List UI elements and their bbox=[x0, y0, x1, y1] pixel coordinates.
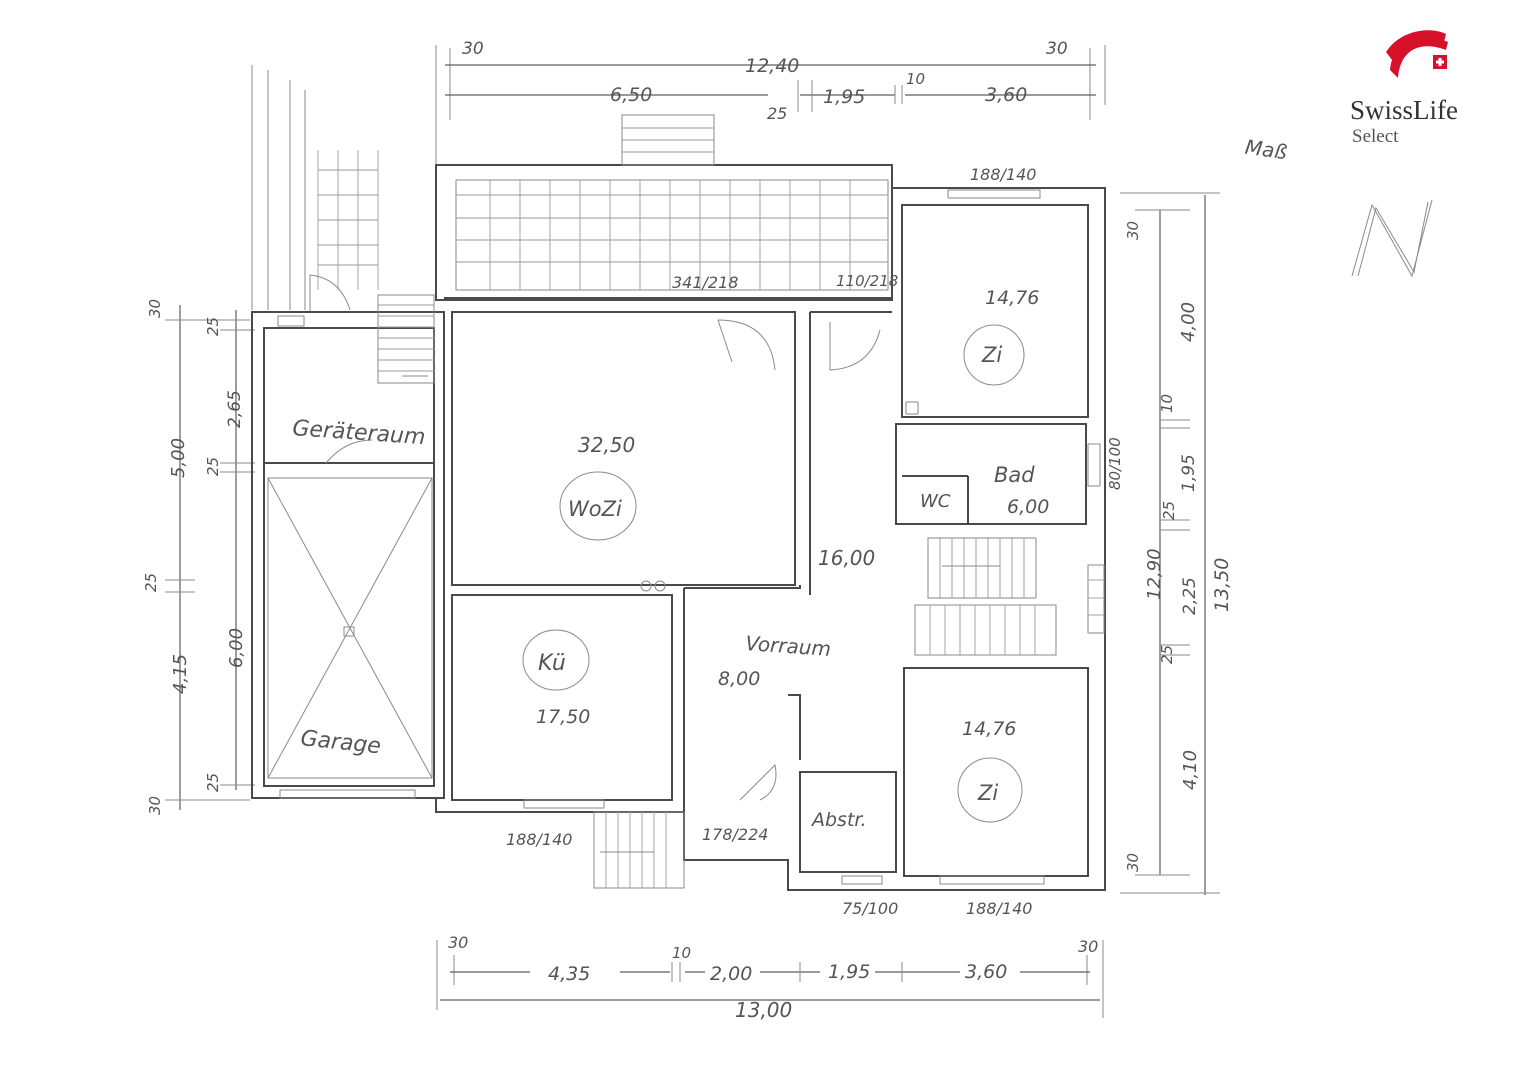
dim-left-30-top: 30 bbox=[146, 299, 164, 318]
dim-top-total: 12,40 bbox=[745, 55, 799, 77]
north-arrow-icon bbox=[1351, 199, 1433, 278]
right-dimensions bbox=[1120, 192, 1220, 895]
dim-top-30-left: 30 bbox=[462, 39, 484, 59]
exterior-left bbox=[251, 65, 306, 310]
dim-left-25-b: 25 bbox=[204, 457, 222, 476]
dim-left-25-d: 25 bbox=[204, 773, 222, 792]
wozi-label: WoZi bbox=[568, 497, 622, 521]
window-zi-bottom-label: 188/140 bbox=[966, 899, 1032, 918]
dim-right-1350: 13,50 bbox=[1211, 558, 1233, 612]
dim-left-415: 4,15 bbox=[170, 654, 191, 694]
dim-top-10: 10 bbox=[906, 70, 925, 88]
dim-bottom-195: 1,95 bbox=[828, 961, 870, 983]
dim-right-30-bottom: 30 bbox=[1124, 853, 1142, 872]
bad-room bbox=[895, 423, 1101, 525]
scale-label: Maß bbox=[1244, 135, 1289, 165]
wozi-room bbox=[559, 319, 776, 592]
vorraum-label: Vorraum bbox=[745, 631, 832, 661]
kue-room bbox=[451, 594, 673, 809]
dim-right-410: 4,10 bbox=[1180, 750, 1201, 790]
bad-label: Bad bbox=[994, 463, 1035, 487]
bottom-dimensions bbox=[436, 940, 1104, 1018]
brand-sub: Select bbox=[1352, 126, 1399, 147]
dim-bottom-10: 10 bbox=[672, 944, 691, 962]
zi-top-label: Zi bbox=[981, 343, 1002, 367]
dim-right-25-b: 25 bbox=[1158, 645, 1176, 664]
dim-top-650: 6,50 bbox=[610, 84, 652, 106]
wozi-area: 32,50 bbox=[578, 433, 635, 457]
window-abstr-label: 75/100 bbox=[842, 899, 898, 918]
zi-top-area: 14,76 bbox=[985, 287, 1039, 309]
dim-top-360: 3,60 bbox=[985, 84, 1027, 106]
zi-bottom-room bbox=[903, 667, 1089, 885]
geraeteraum-room bbox=[264, 294, 435, 464]
garden-path bbox=[309, 150, 379, 312]
dim-bottom-360: 3,60 bbox=[965, 961, 1007, 983]
dim-left-25-c: 25 bbox=[142, 573, 160, 592]
vorraum-area: 8,00 bbox=[718, 668, 760, 690]
vorraum-room bbox=[683, 322, 881, 812]
dim-bottom-200: 2,00 bbox=[710, 963, 752, 985]
abstr-room bbox=[799, 771, 897, 885]
brand-name: SwissLife bbox=[1350, 95, 1458, 125]
dim-bottom-435: 4,35 bbox=[548, 963, 590, 985]
window-zi-top-label: 188/140 bbox=[970, 165, 1036, 184]
logo-swoosh-icon bbox=[1390, 37, 1448, 78]
wc-label: WC bbox=[920, 491, 951, 512]
dim-right-25-a: 25 bbox=[1160, 501, 1178, 520]
window-bad-label: 80/100 bbox=[1106, 437, 1124, 490]
kue-area: 17,50 bbox=[536, 706, 590, 728]
dim-right-1290: 12,90 bbox=[1144, 548, 1165, 600]
zi-top-room bbox=[901, 189, 1089, 418]
abstr-label: Abstr. bbox=[810, 809, 867, 831]
dim-top-30-right: 30 bbox=[1046, 39, 1068, 59]
top-dimensions bbox=[435, 45, 1106, 205]
dim-left-30-bottom: 30 bbox=[146, 796, 164, 815]
dim-left-500: 5,00 bbox=[168, 438, 189, 478]
window-top-right-label: 110/218 bbox=[836, 272, 898, 290]
bad-area: 6,00 bbox=[1007, 496, 1049, 518]
kue-label: Kü bbox=[538, 651, 566, 676]
garage-label: Garage bbox=[299, 726, 382, 759]
dim-left-265: 2,65 bbox=[225, 390, 245, 428]
dim-top-25: 25 bbox=[767, 104, 787, 123]
dim-left-25-a: 25 bbox=[204, 317, 222, 336]
left-dimensions bbox=[165, 305, 255, 810]
swisslife-logo: SwissLife Select bbox=[1350, 30, 1458, 147]
dim-right-10: 10 bbox=[1158, 394, 1176, 413]
terrace bbox=[435, 114, 893, 301]
front-steps bbox=[593, 811, 685, 889]
dim-bottom-30-right: 30 bbox=[1078, 937, 1098, 956]
stairs bbox=[914, 537, 1105, 656]
zi-bottom-label: Zi bbox=[977, 781, 998, 805]
zi-bottom-area: 14,76 bbox=[962, 718, 1016, 740]
dim-right-30-top: 30 bbox=[1124, 221, 1142, 240]
dim-right-195: 1,95 bbox=[1179, 454, 1199, 492]
dim-bottom-30-left: 30 bbox=[448, 933, 468, 952]
flur-area: 16,00 bbox=[818, 546, 875, 570]
geraeteraum-label: Geräteraum bbox=[292, 416, 427, 450]
dim-bottom-total: 13,00 bbox=[735, 998, 792, 1022]
dim-right-225: 2,25 bbox=[1180, 577, 1200, 615]
garage-room bbox=[267, 477, 433, 799]
window-kue-label: 188/140 bbox=[506, 830, 572, 849]
window-top-label: 341/218 bbox=[672, 273, 738, 292]
dim-left-600: 6,00 bbox=[226, 628, 247, 668]
dim-right-400: 4,00 bbox=[1178, 302, 1199, 342]
dim-top-195: 1,95 bbox=[823, 86, 865, 108]
window-entry-label: 178/224 bbox=[702, 825, 768, 844]
